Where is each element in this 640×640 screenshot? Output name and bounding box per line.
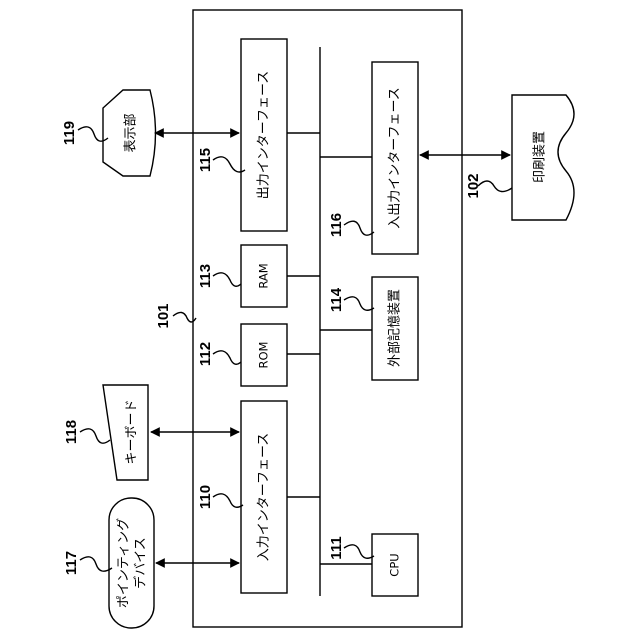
ref-102: 102 xyxy=(465,173,482,198)
output-interface-label: 出力インターフェース xyxy=(257,71,272,200)
input-interface-block: 入力インターフェース xyxy=(241,401,287,593)
leader-117 xyxy=(80,557,112,571)
io-interface-block: 入出力インターフェース xyxy=(372,62,418,254)
computer-frame xyxy=(193,10,462,627)
input-interface-label: 入力インターフェース xyxy=(257,433,272,562)
external-storage-label: 外部記憶装置 xyxy=(387,289,403,367)
display-label: 表示部 xyxy=(124,113,139,152)
ref-101: 101 xyxy=(155,303,172,328)
ref-118: 118 xyxy=(63,420,80,444)
keyboard-device: キーボード xyxy=(103,385,148,480)
ref-116: 116 xyxy=(328,213,345,237)
keyboard-label: キーボード xyxy=(125,399,140,464)
ref-114: 114 xyxy=(328,287,345,312)
cpu-label: CPU xyxy=(388,553,402,576)
external-storage-block: 外部記憶装置 xyxy=(372,277,418,380)
display-device: 表示部 xyxy=(103,90,156,176)
pointing-device-label-2: デバイス xyxy=(133,537,149,589)
leader-118 xyxy=(80,429,110,443)
ram-label: RAM xyxy=(257,263,271,288)
printer-device: 印刷装置 xyxy=(512,95,574,220)
pointing-device-label-1: ポインティング xyxy=(117,518,132,608)
ref-112: 112 xyxy=(197,342,214,366)
rom-block: ROM xyxy=(241,324,287,386)
ref-117: 117 xyxy=(63,551,80,575)
io-interface-label: 入出力インターフェース xyxy=(388,87,403,229)
ref-115: 115 xyxy=(197,148,214,172)
ref-111: 111 xyxy=(328,536,345,559)
ram-block: RAM xyxy=(241,245,287,307)
ref-110: 110 xyxy=(197,485,214,509)
leader-102 xyxy=(478,181,512,192)
cpu-block: CPU xyxy=(372,534,418,596)
output-interface-block: 出力インターフェース xyxy=(241,39,287,231)
ref-119: 119 xyxy=(61,121,78,145)
pointing-device: ポインティング デバイス xyxy=(109,498,154,628)
ref-113: 113 xyxy=(197,264,214,288)
rom-label: ROM xyxy=(257,342,271,369)
printer-label: 印刷装置 xyxy=(533,131,548,183)
